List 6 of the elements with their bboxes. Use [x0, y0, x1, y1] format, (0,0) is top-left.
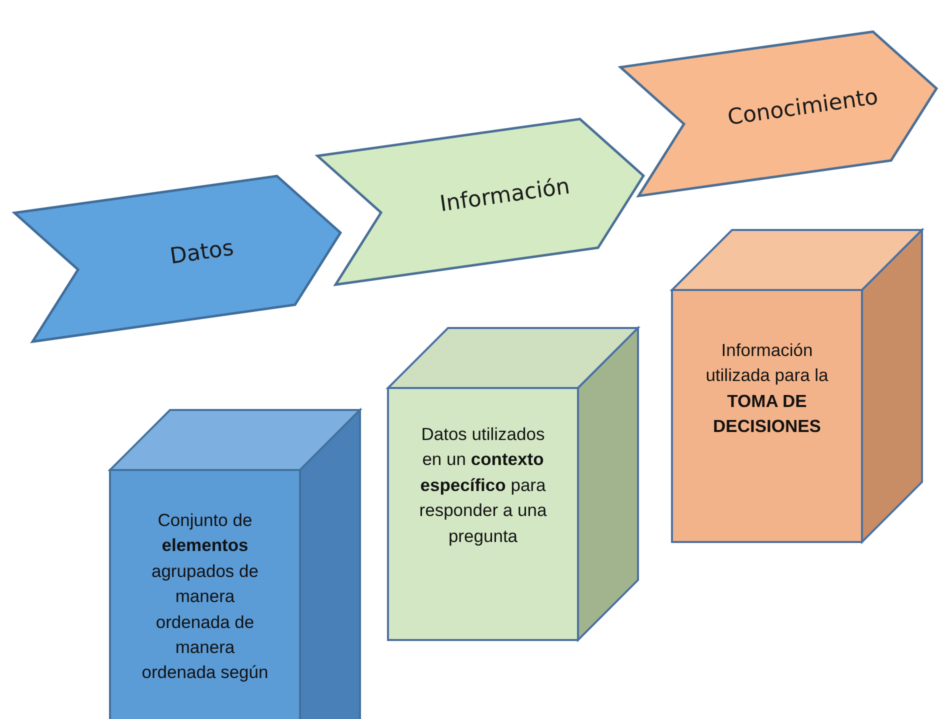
chevron-label: Información — [437, 174, 572, 219]
chevron-label: Datos — [167, 235, 236, 272]
cube-description: Conjunto de elementos agrupados de manera ordenada de manera ordenada según — [140, 509, 270, 684]
chevron-label: Conocimiento — [725, 84, 880, 132]
cube-description: Información utilizada para la TOMA DE DECISIONES — [704, 339, 830, 438]
cube-description: Datos utilizados en un contexto específico para responder a una pregunta — [418, 423, 548, 548]
